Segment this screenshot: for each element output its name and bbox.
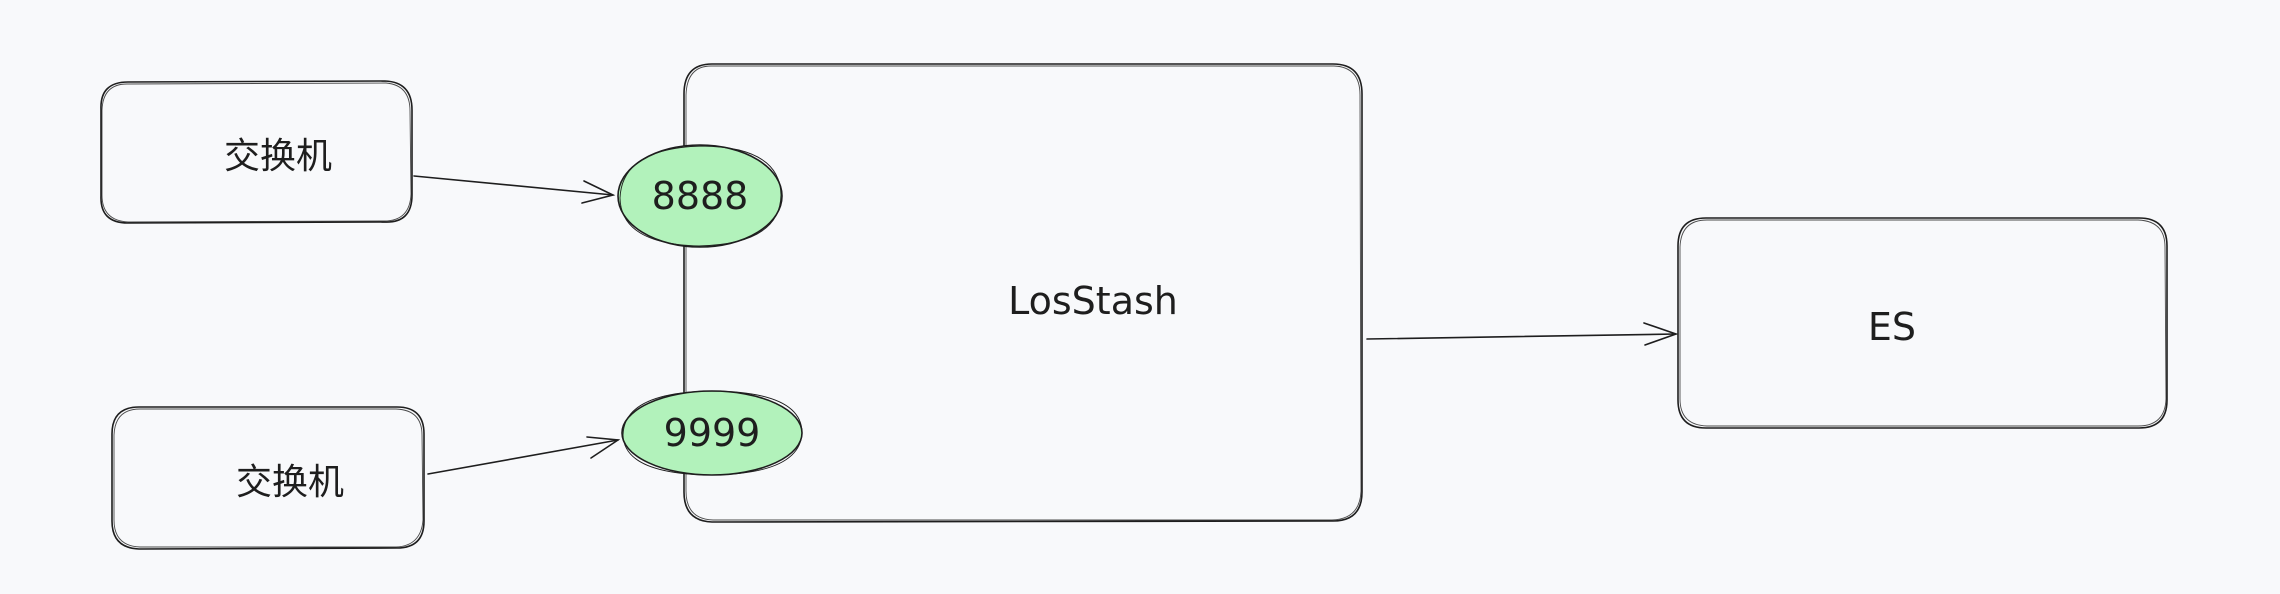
es-label: ES bbox=[1868, 305, 1916, 349]
arrow-switch-bottom-to-9999 bbox=[427, 436, 621, 475]
arrow-logstash-to-es bbox=[1366, 322, 1679, 346]
port-8888-label: 8888 bbox=[652, 174, 749, 218]
arrow-switch-top-to-8888 bbox=[413, 175, 616, 204]
es-node[interactable]: ES bbox=[1677, 217, 2168, 429]
logstash-label: LosStash bbox=[1008, 279, 1178, 323]
switch-bottom-node[interactable]: 交换机 bbox=[111, 406, 425, 550]
switch-top-label: 交换机 bbox=[224, 136, 332, 177]
port-9999-label: 9999 bbox=[664, 411, 761, 455]
switch-top-node[interactable]: 交换机 bbox=[100, 80, 413, 224]
logstash-node[interactable]: LosStash bbox=[683, 63, 1363, 523]
port-9999[interactable]: 9999 bbox=[621, 390, 803, 476]
port-8888[interactable]: 8888 bbox=[617, 144, 783, 248]
switch-bottom-label: 交换机 bbox=[236, 462, 344, 503]
